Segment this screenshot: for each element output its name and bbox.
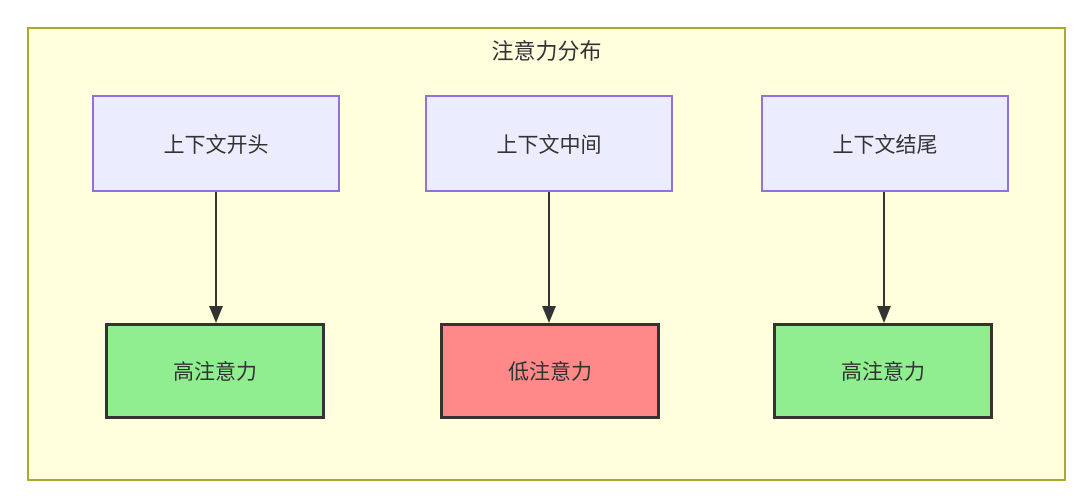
node-context-start: 上下文开头 [92, 95, 340, 192]
node-low-attention: 低注意力 [440, 323, 660, 419]
node-context-end: 上下文结尾 [761, 95, 1009, 192]
diagram-title: 注意力分布 [491, 39, 602, 64]
node-high-attention-1: 高注意力 [105, 323, 325, 419]
arrow-middle-to-low [542, 192, 556, 323]
node-label: 高注意力 [173, 361, 257, 384]
arrowhead-down-icon [209, 306, 223, 323]
node-label: 高注意力 [841, 361, 925, 384]
arrow-end-to-high [877, 192, 891, 323]
node-label: 上下文中间 [496, 133, 602, 157]
node-context-middle: 上下文中间 [425, 95, 673, 192]
node-high-attention-2: 高注意力 [773, 323, 993, 419]
attention-distribution-container: 注意力分布 上下文开头 上下文中间 上下文结尾 高注意力 低注意力 [27, 27, 1066, 481]
node-label: 低注意力 [508, 361, 592, 384]
arrowhead-down-icon [542, 306, 556, 323]
arrow-start-to-high [209, 192, 223, 323]
arrowhead-down-icon [877, 306, 891, 323]
node-label: 上下文开头 [163, 133, 269, 157]
node-label: 上下文结尾 [832, 133, 938, 157]
